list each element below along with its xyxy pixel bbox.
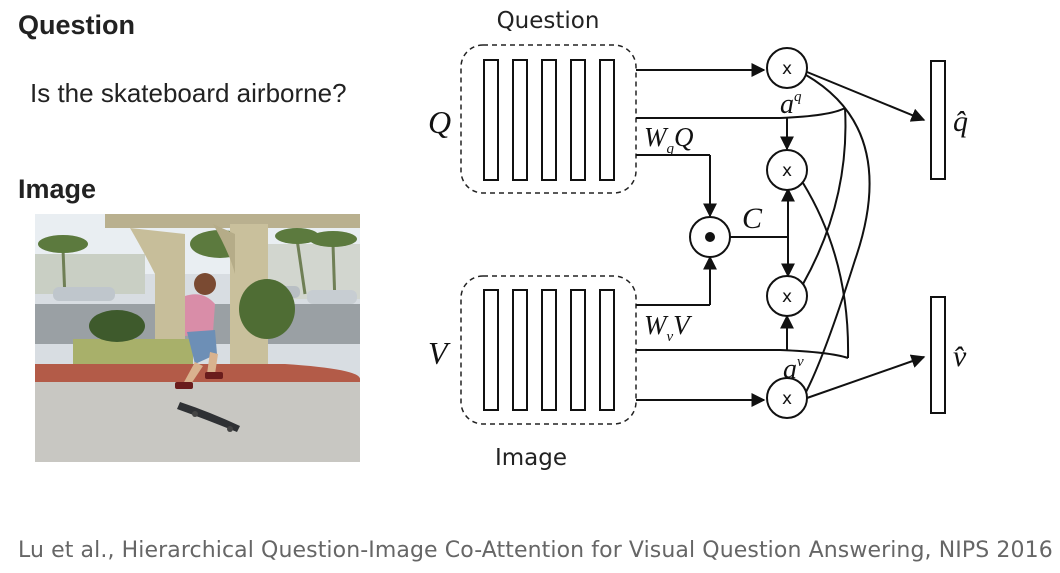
question-heading: Question — [18, 10, 136, 40]
image-heading: Image — [18, 174, 97, 204]
question-group-box — [460, 44, 637, 194]
svg-text:x: x — [782, 389, 792, 409]
question-text: Is the skateboard airborne? — [30, 78, 347, 108]
svg-text:x: x — [782, 287, 792, 307]
v-hat-label: v̂ — [953, 340, 967, 373]
q-symbol: Q — [428, 104, 451, 140]
image-box-label: Image — [495, 445, 567, 471]
wq-label: WqQ — [644, 122, 694, 157]
affinity-label: C — [742, 202, 763, 235]
aq-label: aq — [780, 89, 802, 120]
q-hat-label: q̂ — [953, 105, 968, 138]
q-hat-output-bar — [930, 60, 946, 180]
wv-label: WvV — [644, 310, 693, 345]
svg-text:x: x — [782, 161, 792, 181]
multiply-node-top: x — [766, 47, 808, 89]
multiply-node-lower: x — [766, 275, 808, 317]
question-feature-bars — [483, 59, 615, 181]
av-label: av — [783, 354, 804, 385]
v-hat-output-bar — [930, 296, 946, 414]
v-symbol: V — [428, 335, 451, 371]
image-group-box — [460, 275, 637, 425]
citation: Lu et al., Hierarchical Question-Image C… — [18, 538, 1053, 563]
multiply-node-upper: x — [766, 149, 808, 191]
svg-text:x: x — [782, 59, 792, 79]
image-feature-bars — [483, 289, 615, 411]
skateboard-photo — [35, 214, 360, 462]
question-box-label: Question — [497, 8, 600, 34]
